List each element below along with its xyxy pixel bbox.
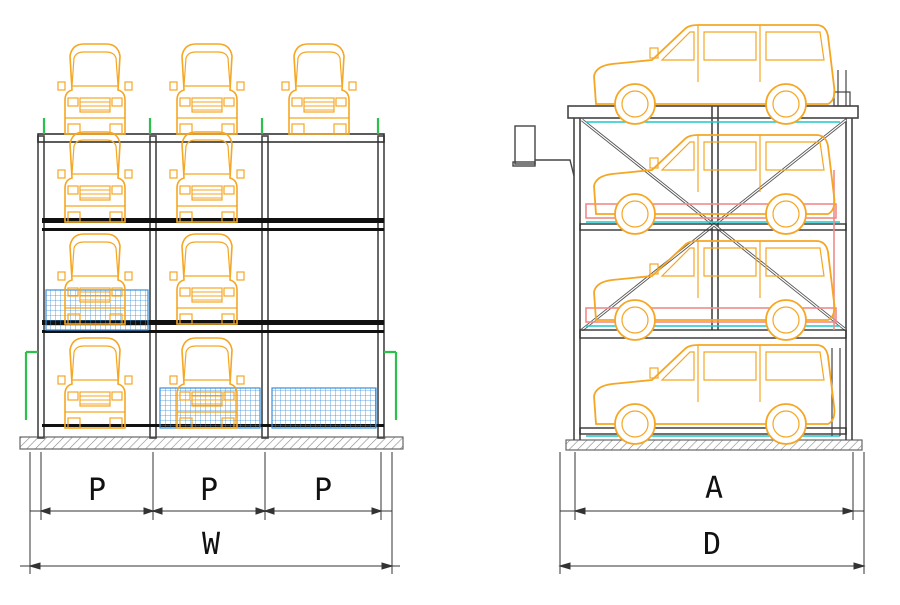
car-front-icon — [281, 43, 357, 135]
front-columns — [37, 135, 385, 439]
car-front-icon — [169, 43, 245, 135]
front-mesh-guard-3 — [271, 387, 377, 429]
car-front-icon — [57, 337, 133, 429]
side-platforms — [579, 223, 847, 435]
side-bracket — [512, 125, 575, 177]
side-frame — [567, 105, 859, 440]
car-front-icon — [57, 43, 133, 135]
car-side-icon — [593, 24, 836, 125]
side-view: A D — [512, 24, 866, 574]
width-label: W — [202, 527, 221, 562]
car-front-icon — [57, 131, 133, 223]
front-top-beam — [37, 133, 385, 143]
front-mesh-guard-2 — [159, 387, 261, 429]
bay-label-3: P — [314, 473, 332, 508]
side-ground-slab — [565, 439, 863, 451]
car-front-icon — [169, 131, 245, 223]
front-dimensions — [20, 452, 400, 574]
bay-label-2: P — [200, 473, 218, 508]
depth-label: D — [703, 527, 721, 562]
car-side-icon — [593, 134, 836, 235]
bay-label-1: P — [88, 473, 106, 508]
side-dimensions — [558, 452, 866, 574]
length-label: A — [705, 471, 723, 506]
front-ground-slab — [19, 436, 404, 450]
front-green-rails — [24, 118, 398, 420]
car-side-icon — [593, 344, 836, 445]
front-view: P P P W — [19, 43, 404, 574]
car-front-icon — [169, 233, 245, 325]
